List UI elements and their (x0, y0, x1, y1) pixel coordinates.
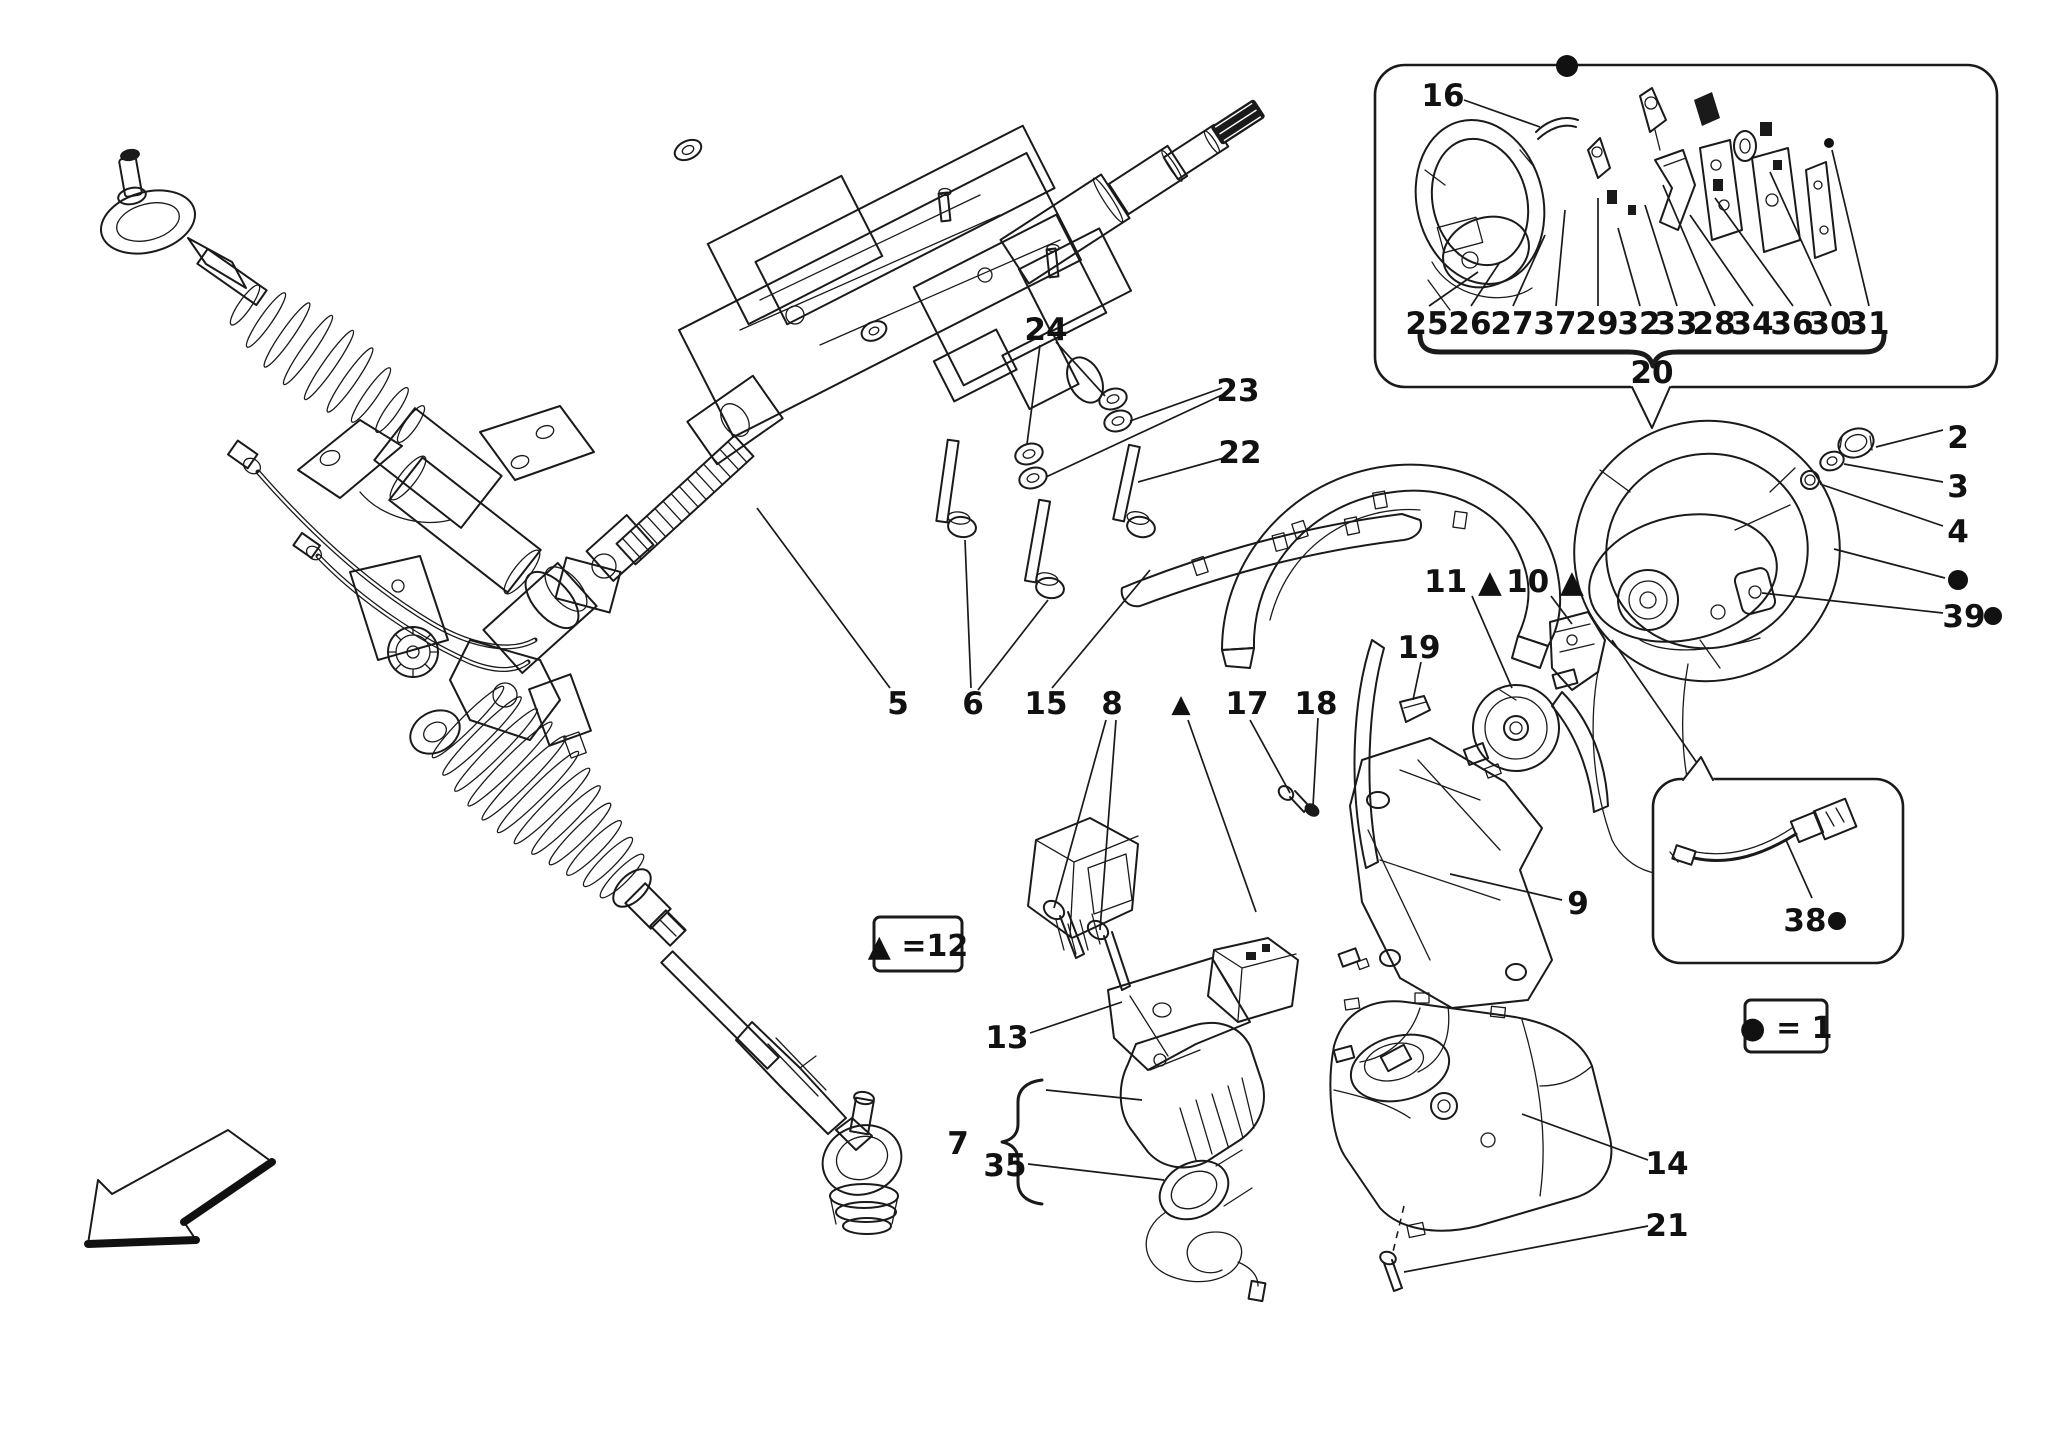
steering-column-assembly (554, 99, 1265, 614)
hydraulic-pipes (227, 439, 538, 672)
direction-arrow (84, 1129, 276, 1248)
part-label-29: 29 (1575, 306, 1618, 342)
universal-joint (554, 514, 655, 614)
part-label-26: 26 (1448, 306, 1491, 342)
ignition-screws (1042, 899, 1131, 991)
part-label-legend-dot: ● = 1 (1739, 1011, 1832, 1046)
rack-clamp-bracket (297, 405, 595, 529)
part-label-9: 9 (1567, 886, 1589, 922)
marker-wheel-dot (1948, 570, 1968, 590)
steering-wheel (1573, 419, 1875, 875)
rack-boot-small (229, 284, 426, 443)
part-label-6: 6 (962, 686, 984, 722)
paddle-lever-right (1551, 691, 1609, 813)
wheel-nut (1837, 427, 1875, 459)
lever-bracket (1332, 737, 1553, 1073)
part-label-2: 2 (1947, 420, 1969, 456)
lower-shroud-cover (1329, 992, 1613, 1292)
part-label-19: 19 (1397, 630, 1440, 666)
part-label-4: 4 (1947, 514, 1969, 550)
tie-rod-end-upper (99, 148, 268, 307)
marker-dot-39 (1984, 607, 2002, 625)
part-label-15: 15 (1024, 686, 1067, 722)
brace-7 (1000, 1078, 1044, 1206)
steering-rack (99, 148, 903, 1235)
part-label-13: 13 (985, 1020, 1028, 1056)
part-label-18: 18 (1294, 686, 1337, 722)
part-label-28: 28 (1692, 306, 1735, 342)
clip-part-19 (1399, 695, 1431, 723)
rack-tube (388, 455, 542, 595)
leader-lines (756, 99, 1946, 1273)
paddle-lever-left (1353, 639, 1385, 869)
wheel-washer (1819, 450, 1845, 472)
marker-dot-38 (1828, 912, 1846, 930)
ignition-contact-block (1207, 937, 1370, 1023)
intermediate-shaft (554, 374, 784, 614)
wheel-oring (1800, 470, 1820, 490)
inset-cable (1651, 756, 1905, 965)
part-label-legend-triangle: ▲ =12 (868, 929, 968, 964)
part-label-17: 17 (1225, 686, 1268, 722)
clock-spring (1462, 684, 1560, 779)
legend-triangle-box (872, 915, 964, 973)
shroud-strip (1120, 513, 1422, 608)
part-label-11: 11 ▲ (1424, 564, 1502, 600)
part-label-30: 30 (1808, 306, 1851, 342)
bolt (935, 438, 977, 539)
ignition-lock-housing (1119, 1021, 1265, 1169)
marker-inset-small-dot (1824, 138, 1834, 148)
shroud-screw (1379, 1250, 1403, 1292)
marker-inset-top-dot (1556, 55, 1578, 77)
part-label-25: 25 (1405, 306, 1448, 342)
part-label-39: 39 (1942, 599, 1985, 635)
inset-wheel-exploded (1373, 63, 1999, 429)
part-label-5: 5 (887, 686, 909, 722)
wheel-switch (1733, 567, 1777, 615)
part-label-34: 34 (1730, 306, 1773, 342)
part-label-triangle-alone: ▲ (1171, 689, 1191, 718)
nut-part-18 (1304, 803, 1320, 817)
washers (1014, 387, 1133, 490)
part-label-32: 32 (1617, 306, 1660, 342)
part-label-7: 7 (947, 1126, 969, 1162)
mounting-bolts (935, 387, 1156, 600)
bolt (1023, 498, 1065, 600)
bolt (1112, 443, 1156, 539)
bolt-part-17 (1277, 785, 1310, 813)
splined-tip (1211, 99, 1265, 145)
bearing-disc (387, 626, 439, 678)
part-label-38: 38 (1783, 903, 1826, 939)
part-label-23: 23 (1216, 373, 1259, 409)
part-label-24: 24 (1024, 312, 1067, 348)
tie-rod-end-lower (660, 950, 903, 1235)
legend-dot-box (1743, 998, 1829, 1054)
part-label-14: 14 (1645, 1146, 1688, 1182)
key-antenna-ring (1145, 1149, 1267, 1303)
ignition-switch-block (1027, 817, 1139, 955)
part-label-27: 27 (1490, 306, 1533, 342)
column-shaft (999, 99, 1265, 285)
part-label-10: 10 ▲ (1506, 564, 1584, 600)
rack-boot-large (431, 685, 687, 947)
part-label-20: 20 (1630, 355, 1673, 391)
part-label-3: 3 (1947, 469, 1969, 505)
part-label-36: 36 (1770, 306, 1813, 342)
part-label-37: 37 (1533, 306, 1576, 342)
part-label-33: 33 (1654, 306, 1697, 342)
cable-part (1669, 797, 1858, 866)
part-label-16: 16 (1421, 78, 1464, 114)
part-label-31: 31 (1846, 306, 1889, 342)
part-label-21: 21 (1645, 1208, 1688, 1244)
part-label-8: 8 (1101, 686, 1123, 722)
rack-pinion-housing (349, 555, 598, 759)
part-label-22: 22 (1218, 435, 1261, 471)
part-label-35: 35 (983, 1148, 1026, 1184)
